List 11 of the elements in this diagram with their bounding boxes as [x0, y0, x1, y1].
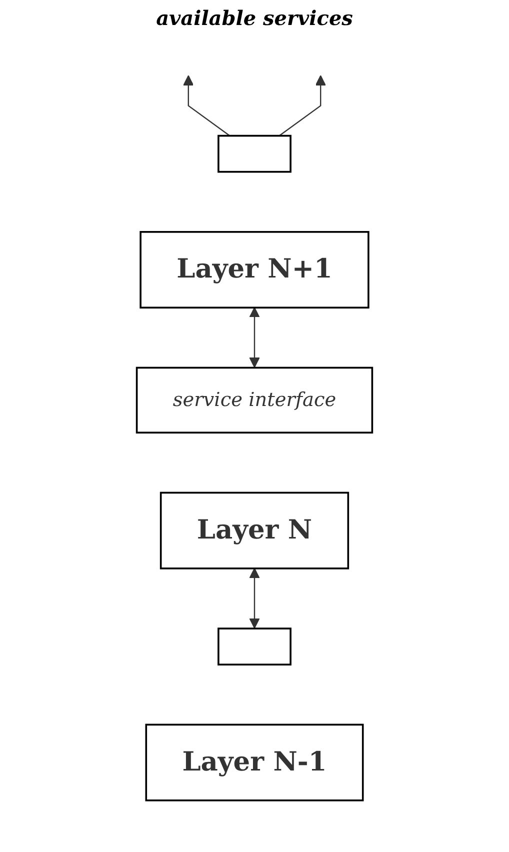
layer-box: Layer N [160, 492, 350, 570]
arrow [278, 75, 326, 136]
layer-box: service interface [136, 366, 374, 434]
arrow [249, 307, 260, 368]
tab-box [218, 628, 292, 666]
arrow [183, 75, 230, 136]
annotation-text: available services [156, 6, 353, 30]
tab-box [218, 134, 292, 173]
layer-box: Layer N+1 [140, 231, 370, 309]
arrow [249, 568, 260, 629]
layer-box: Layer N-1 [145, 724, 364, 802]
